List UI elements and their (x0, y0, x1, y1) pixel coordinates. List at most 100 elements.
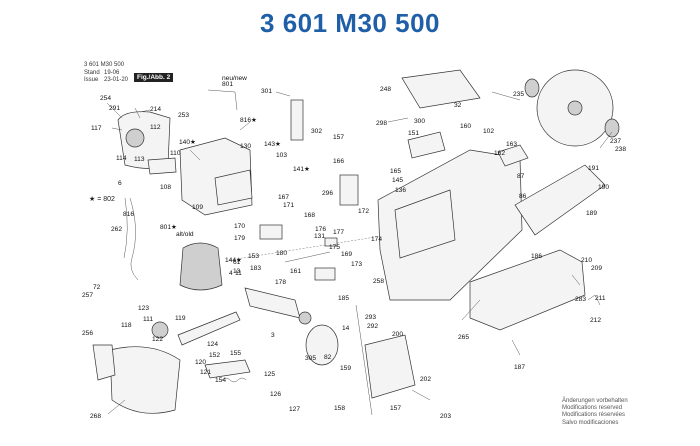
part-label: 160 (460, 123, 471, 130)
part-label: 120 (195, 359, 206, 366)
part-label: 301 (261, 88, 272, 95)
wire-bracket (207, 89, 238, 111)
part-label: 143★ (264, 140, 281, 148)
part-label: 235 (513, 91, 524, 98)
part-label: 185 (338, 295, 349, 302)
bracket-166 (339, 174, 359, 206)
part-label: 191 (588, 165, 599, 172)
part-label: 112 (150, 124, 161, 131)
part-label: 109 (192, 204, 203, 211)
part-label: 283 (575, 296, 586, 303)
part-label: 169 (341, 251, 352, 258)
part-label: 189 (586, 210, 597, 217)
part-label: 180 (276, 250, 287, 257)
part-label: 32 (454, 102, 462, 109)
part-label: 125 (264, 371, 275, 378)
part-label: 153 (248, 253, 259, 260)
part-label: 170 (234, 223, 245, 230)
leader (106, 102, 123, 119)
part-label: 165 (390, 168, 401, 175)
leader (275, 91, 291, 97)
part-label: 291 (109, 105, 120, 112)
model-number: 3 601 M30 500 (84, 62, 125, 68)
new-label: neu/new (222, 75, 247, 82)
part-label: 141★ (293, 165, 310, 173)
part-label: 305 (305, 355, 316, 362)
part-label: 124 (207, 341, 218, 348)
part-label: 190 (598, 184, 609, 191)
part-label: 253 (178, 112, 189, 119)
part-label: 212 (590, 317, 601, 324)
lever (177, 311, 241, 346)
upper-guard (401, 69, 481, 109)
part-label: 168 (304, 212, 315, 219)
power-cable (129, 197, 139, 281)
part-label: 257 (82, 292, 93, 299)
commutator (298, 311, 312, 325)
part-label: 177 (333, 229, 344, 236)
leader (134, 107, 141, 119)
pin (284, 251, 331, 263)
gear-case (147, 157, 177, 175)
part-label: 4 (229, 270, 233, 277)
part-label: 61 (233, 259, 241, 266)
part-label: 167 (278, 194, 289, 201)
leader (107, 399, 126, 415)
part-label: 113 (134, 156, 145, 163)
part-label: 801 (222, 81, 233, 88)
part-label: 140★ (179, 138, 196, 146)
part-label: 171 (283, 202, 294, 209)
part-label: 159 (340, 365, 351, 372)
part-label: 126 (270, 391, 281, 398)
spring (221, 377, 247, 383)
part-label: 186 (531, 253, 542, 260)
part-label: 300 (414, 118, 425, 125)
part-label: 187 (514, 364, 525, 371)
part-label: 102 (483, 128, 494, 135)
part-label: 157 (390, 405, 401, 412)
part-label: 258 (373, 278, 384, 285)
part-label: 801★ (160, 223, 177, 231)
armature (244, 287, 301, 319)
leader (571, 274, 581, 286)
part-label: 86 (519, 193, 527, 200)
part-label: 111 (143, 316, 153, 323)
part-label: 210 (581, 257, 592, 264)
leader (239, 121, 251, 131)
part-label: 268 (90, 413, 101, 420)
part-label: 254 (100, 95, 111, 102)
alt-old-label: alt/old (176, 231, 194, 238)
part-label: 162 (494, 150, 505, 157)
part-label: 13 (233, 268, 241, 275)
part-label: 237 (610, 138, 621, 145)
part-label: 179 (234, 235, 245, 242)
part-labels: 254 291 214 117 112 253 801 816★ 140★ 11… (82, 75, 626, 420)
figure-label: Fig./Abb. 2 (134, 73, 174, 82)
shaft-298 (387, 117, 409, 123)
part-label: 292 (367, 323, 378, 330)
part-label: 155 (230, 350, 241, 357)
part-label: 178 (275, 279, 286, 286)
leader (511, 339, 521, 356)
dust-tube (407, 131, 446, 159)
part-label: 117 (91, 125, 102, 132)
part-label: 145 (392, 177, 403, 184)
part-label: 209 (591, 265, 602, 272)
part-label: 816★ (240, 116, 257, 124)
part-label: 166 (333, 158, 344, 165)
part-label: 172 (358, 208, 369, 215)
part-label: 157 (333, 134, 344, 141)
part-label: 200 (392, 331, 403, 338)
part-label: 114 (116, 155, 127, 162)
star-legend: ★ = 802 (89, 196, 115, 203)
part-label: 176 (315, 226, 326, 233)
part-label: 211 (595, 295, 606, 302)
part-label: 108 (160, 184, 171, 191)
plate-170 (259, 224, 283, 240)
leader (139, 109, 151, 113)
blade-guard (109, 346, 181, 414)
housing-window (214, 169, 253, 206)
